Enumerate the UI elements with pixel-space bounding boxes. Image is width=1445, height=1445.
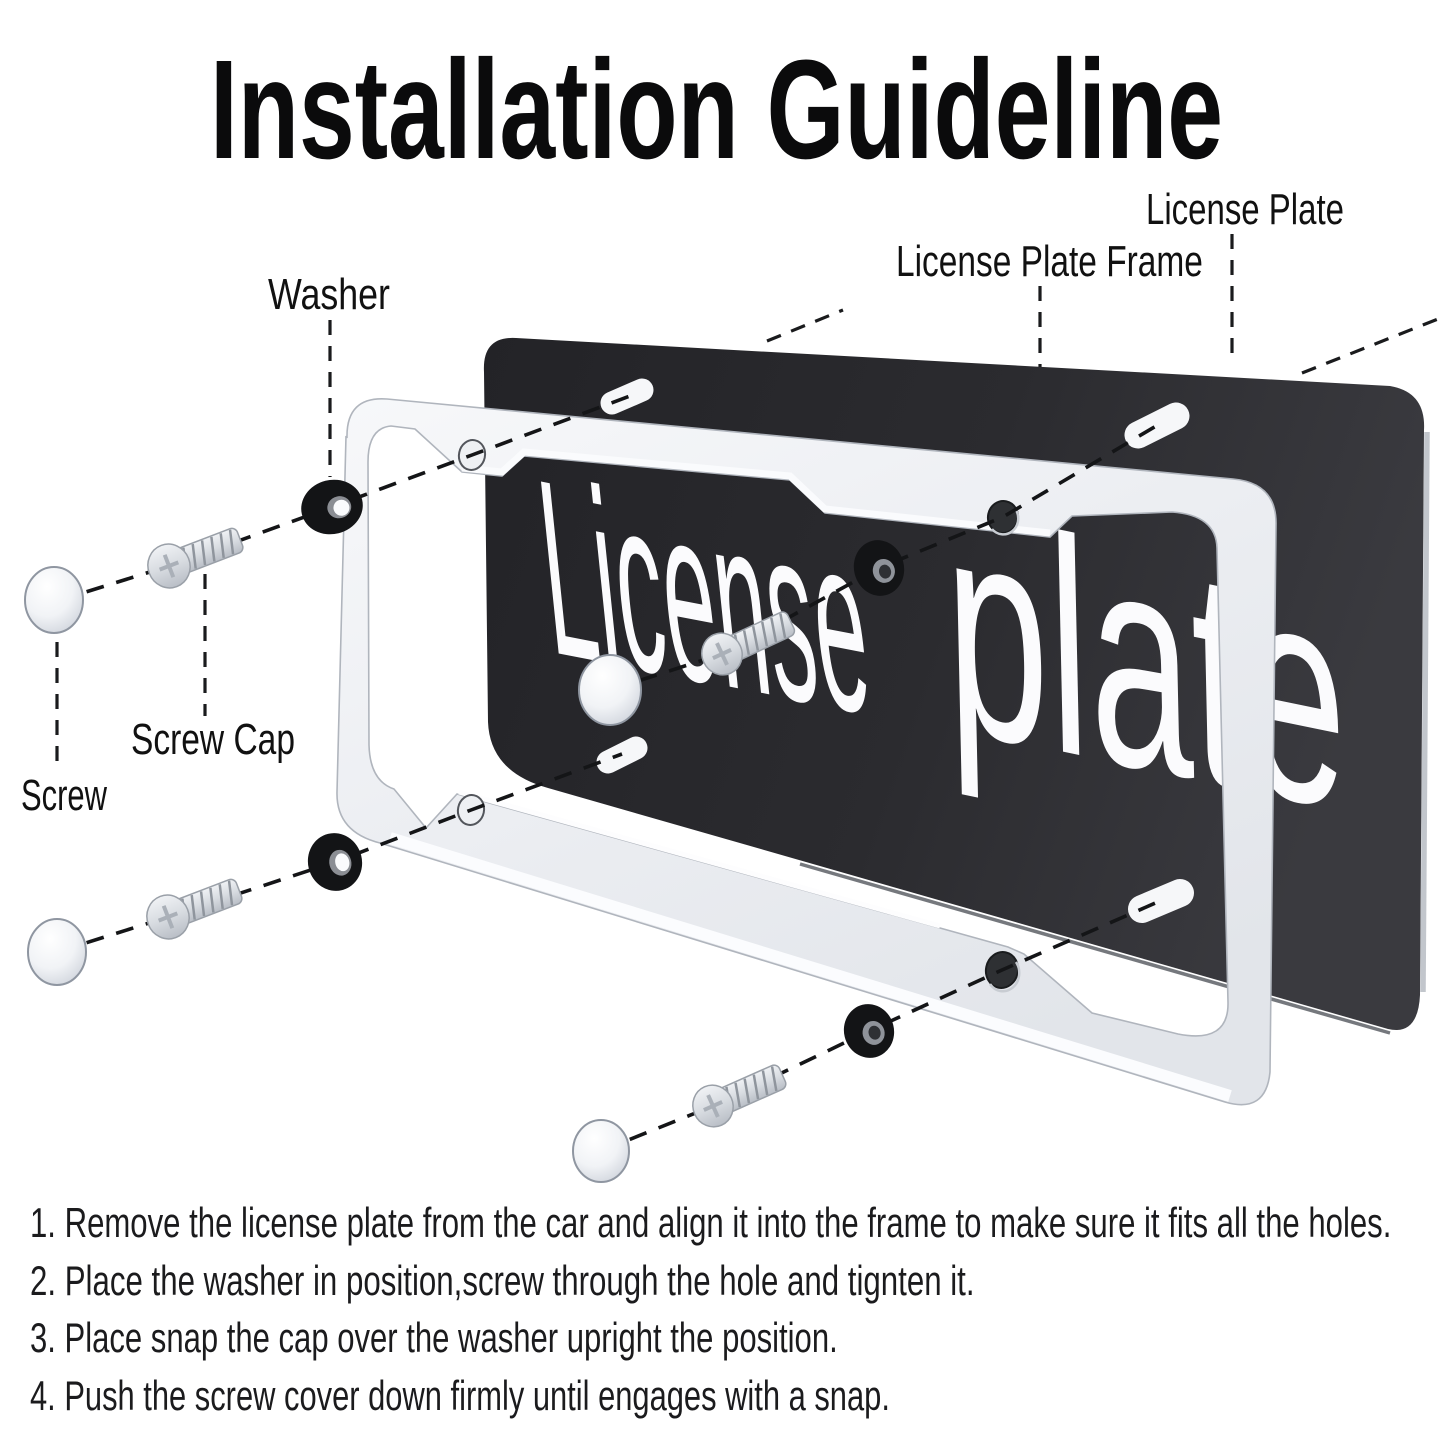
svg-text:License Plate Frame: License Plate Frame	[896, 238, 1203, 286]
svg-text:1. Remove the license plate fr: 1. Remove the license plate from the car…	[30, 1200, 1391, 1247]
svg-text:3. Place snap the cap over the: 3. Place snap the cap over the washer up…	[30, 1314, 838, 1361]
svg-text:2. Place the washer in positio: 2. Place the washer in position,screw th…	[30, 1256, 975, 1304]
svg-text:Washer: Washer	[268, 271, 390, 319]
svg-text:Screw Cap: Screw Cap	[131, 716, 295, 764]
svg-text:Installation Guideline: Installation Guideline	[210, 30, 1223, 188]
svg-text:4. Push the screw cover down f: 4. Push the screw cover down firmly unti…	[30, 1372, 890, 1419]
svg-text:Screw: Screw	[21, 772, 107, 821]
svg-text:License Plate: License Plate	[1146, 186, 1344, 235]
